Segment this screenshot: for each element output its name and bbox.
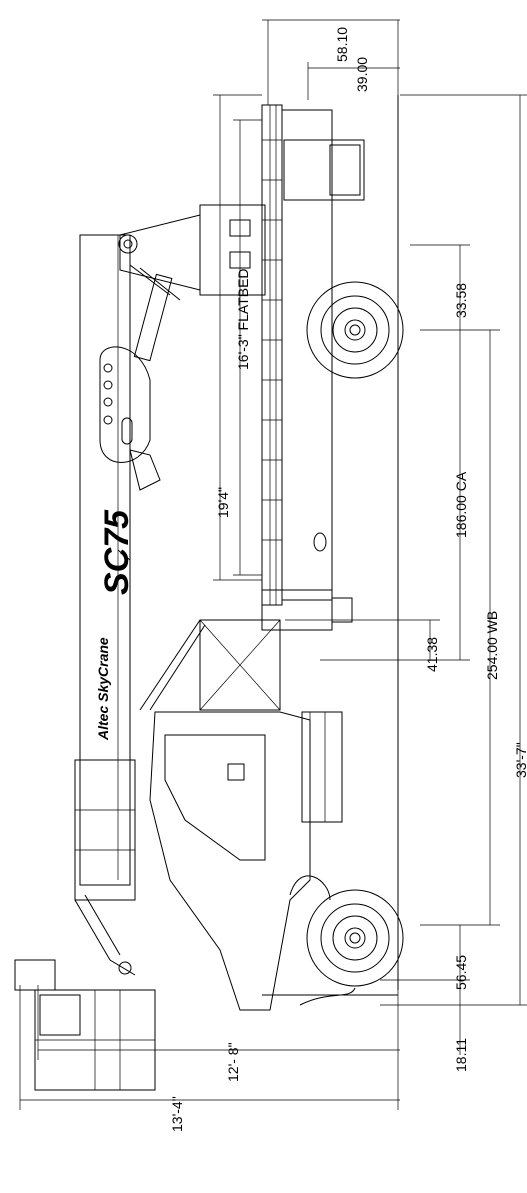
dim-19-4: 19'4" — [215, 487, 231, 518]
dim-18-11: 18.11 — [453, 1038, 469, 1072]
dim-254-wb: 254.00 WB — [484, 611, 500, 680]
model-label: SC75 — [98, 509, 136, 595]
dim-58-10: 58.10 — [334, 27, 350, 62]
crane-boom: Altec SkyCrane SC75 — [74, 234, 136, 901]
front-wheel — [306, 889, 404, 987]
crane-turret — [99, 204, 266, 491]
brand-logo: Altec SkyCrane — [95, 637, 111, 741]
rear-wheel — [306, 281, 404, 379]
dim-flatbed: 16'-3" FLATBED — [235, 268, 251, 370]
truck-cab — [149, 711, 398, 1011]
dim-13-4: 13'-4" — [169, 1096, 185, 1132]
boom-tip-platform — [14, 894, 156, 1091]
dimension-lines — [19, 19, 527, 1110]
dim-186-ca: 186.00 CA — [453, 471, 469, 538]
dim-56-45: 56.45 — [453, 955, 469, 990]
dim-39-00: 39.00 — [354, 57, 370, 92]
dim-33-7: 33'-7" — [513, 742, 527, 778]
truck-frame — [139, 95, 399, 990]
dim-33-58: 33.58 — [453, 283, 469, 318]
dim-12-8: 12'- 8" — [225, 1042, 241, 1082]
dim-41-38: 41.38 — [424, 637, 440, 672]
dimension-labels: 58.10 39.00 33.58 186.00 CA 254.00 WB 33… — [169, 27, 527, 1132]
